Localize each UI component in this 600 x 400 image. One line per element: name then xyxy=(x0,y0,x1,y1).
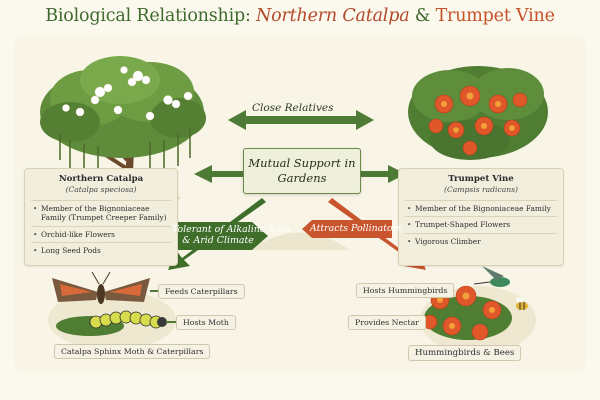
trumpet-vine-card-subtitle: (Campsis radicans) xyxy=(444,185,518,194)
feeds-caterpillars-label: Feeds Caterpillars xyxy=(158,284,245,299)
tolerance-arrow xyxy=(168,198,268,270)
center-line-1: Mutual Support in xyxy=(248,156,356,170)
close-relatives-label: Close Relatives xyxy=(252,102,334,114)
trumpet-vine-trait: Vigorous Climber xyxy=(405,232,557,249)
title-catalpa: Northern Catalpa xyxy=(256,6,410,26)
hosts-hummingbirds-label: Hosts Hummingbirds xyxy=(356,283,455,298)
title-prefix: Biological Relationship: xyxy=(45,6,257,26)
moth-caterpillar-illustration xyxy=(48,271,176,350)
tolerance-label-line-1: Tolerant of Alkaline Soils xyxy=(172,224,292,235)
close-relatives-arrow xyxy=(228,110,374,130)
trumpet-vine-card: Trumpet Vine (Campsis radicans) Member o… xyxy=(398,168,564,266)
catalpa-trait: Orchid-like Flowers xyxy=(31,225,171,242)
catalpa-trait: Member of the Bignoniaceae Family (Trump… xyxy=(31,200,171,226)
trumpet-vine-trait: Member of the Bignoniaceae Family xyxy=(405,200,557,216)
moth-caption: Catalpa Sphinx Moth & Caterpillars xyxy=(54,344,211,359)
tolerance-label: Tolerant of Alkaline Soils & Arid Climat… xyxy=(172,224,292,246)
center-box: Mutual Support in Gardens xyxy=(243,148,361,194)
hosts-moth-label: Hosts Moth xyxy=(176,315,236,330)
catalpa-card-subtitle: (Catalpa speciosa) xyxy=(65,185,137,194)
diagram-title: Biological Relationship: Northern Catalp… xyxy=(0,6,600,26)
catalpa-card: Northern Catalpa (Catalpa speciosa) Memb… xyxy=(24,168,178,266)
tolerance-label-line-2: & Arid Climate xyxy=(182,235,254,246)
catalpa-trait: Long Seed Pods xyxy=(31,241,171,258)
title-ampersand: & xyxy=(409,6,436,26)
center-to-catalpa-arrow xyxy=(194,165,243,183)
hummingbird xyxy=(473,266,510,287)
title-trumpet-vine: Trumpet Vine xyxy=(435,6,555,26)
center-line-2: Gardens xyxy=(277,171,327,185)
trumpet-vine-card-title: Trumpet Vine xyxy=(448,174,514,184)
catalpa-card-title: Northern Catalpa xyxy=(58,174,144,184)
center-to-vine-arrow xyxy=(359,165,406,183)
hummingbird-flowers-illustration xyxy=(420,266,536,354)
pollinators-label: Attracts Pollinators xyxy=(310,223,402,234)
provides-nectar-label: Provides Nectar xyxy=(348,315,426,330)
trumpet-vine-traits-list: Member of the Bignoniaceae Family Trumpe… xyxy=(399,200,563,249)
bee xyxy=(516,297,528,310)
trumpet-vine-trait: Trumpet-Shaped Flowers xyxy=(405,216,557,232)
hummingbird-caption: Hummingbirds & Bees xyxy=(408,345,522,361)
trumpet-vine-illustration xyxy=(408,66,548,160)
catalpa-traits-list: Member of the Bignoniaceae Family (Trump… xyxy=(25,200,177,258)
